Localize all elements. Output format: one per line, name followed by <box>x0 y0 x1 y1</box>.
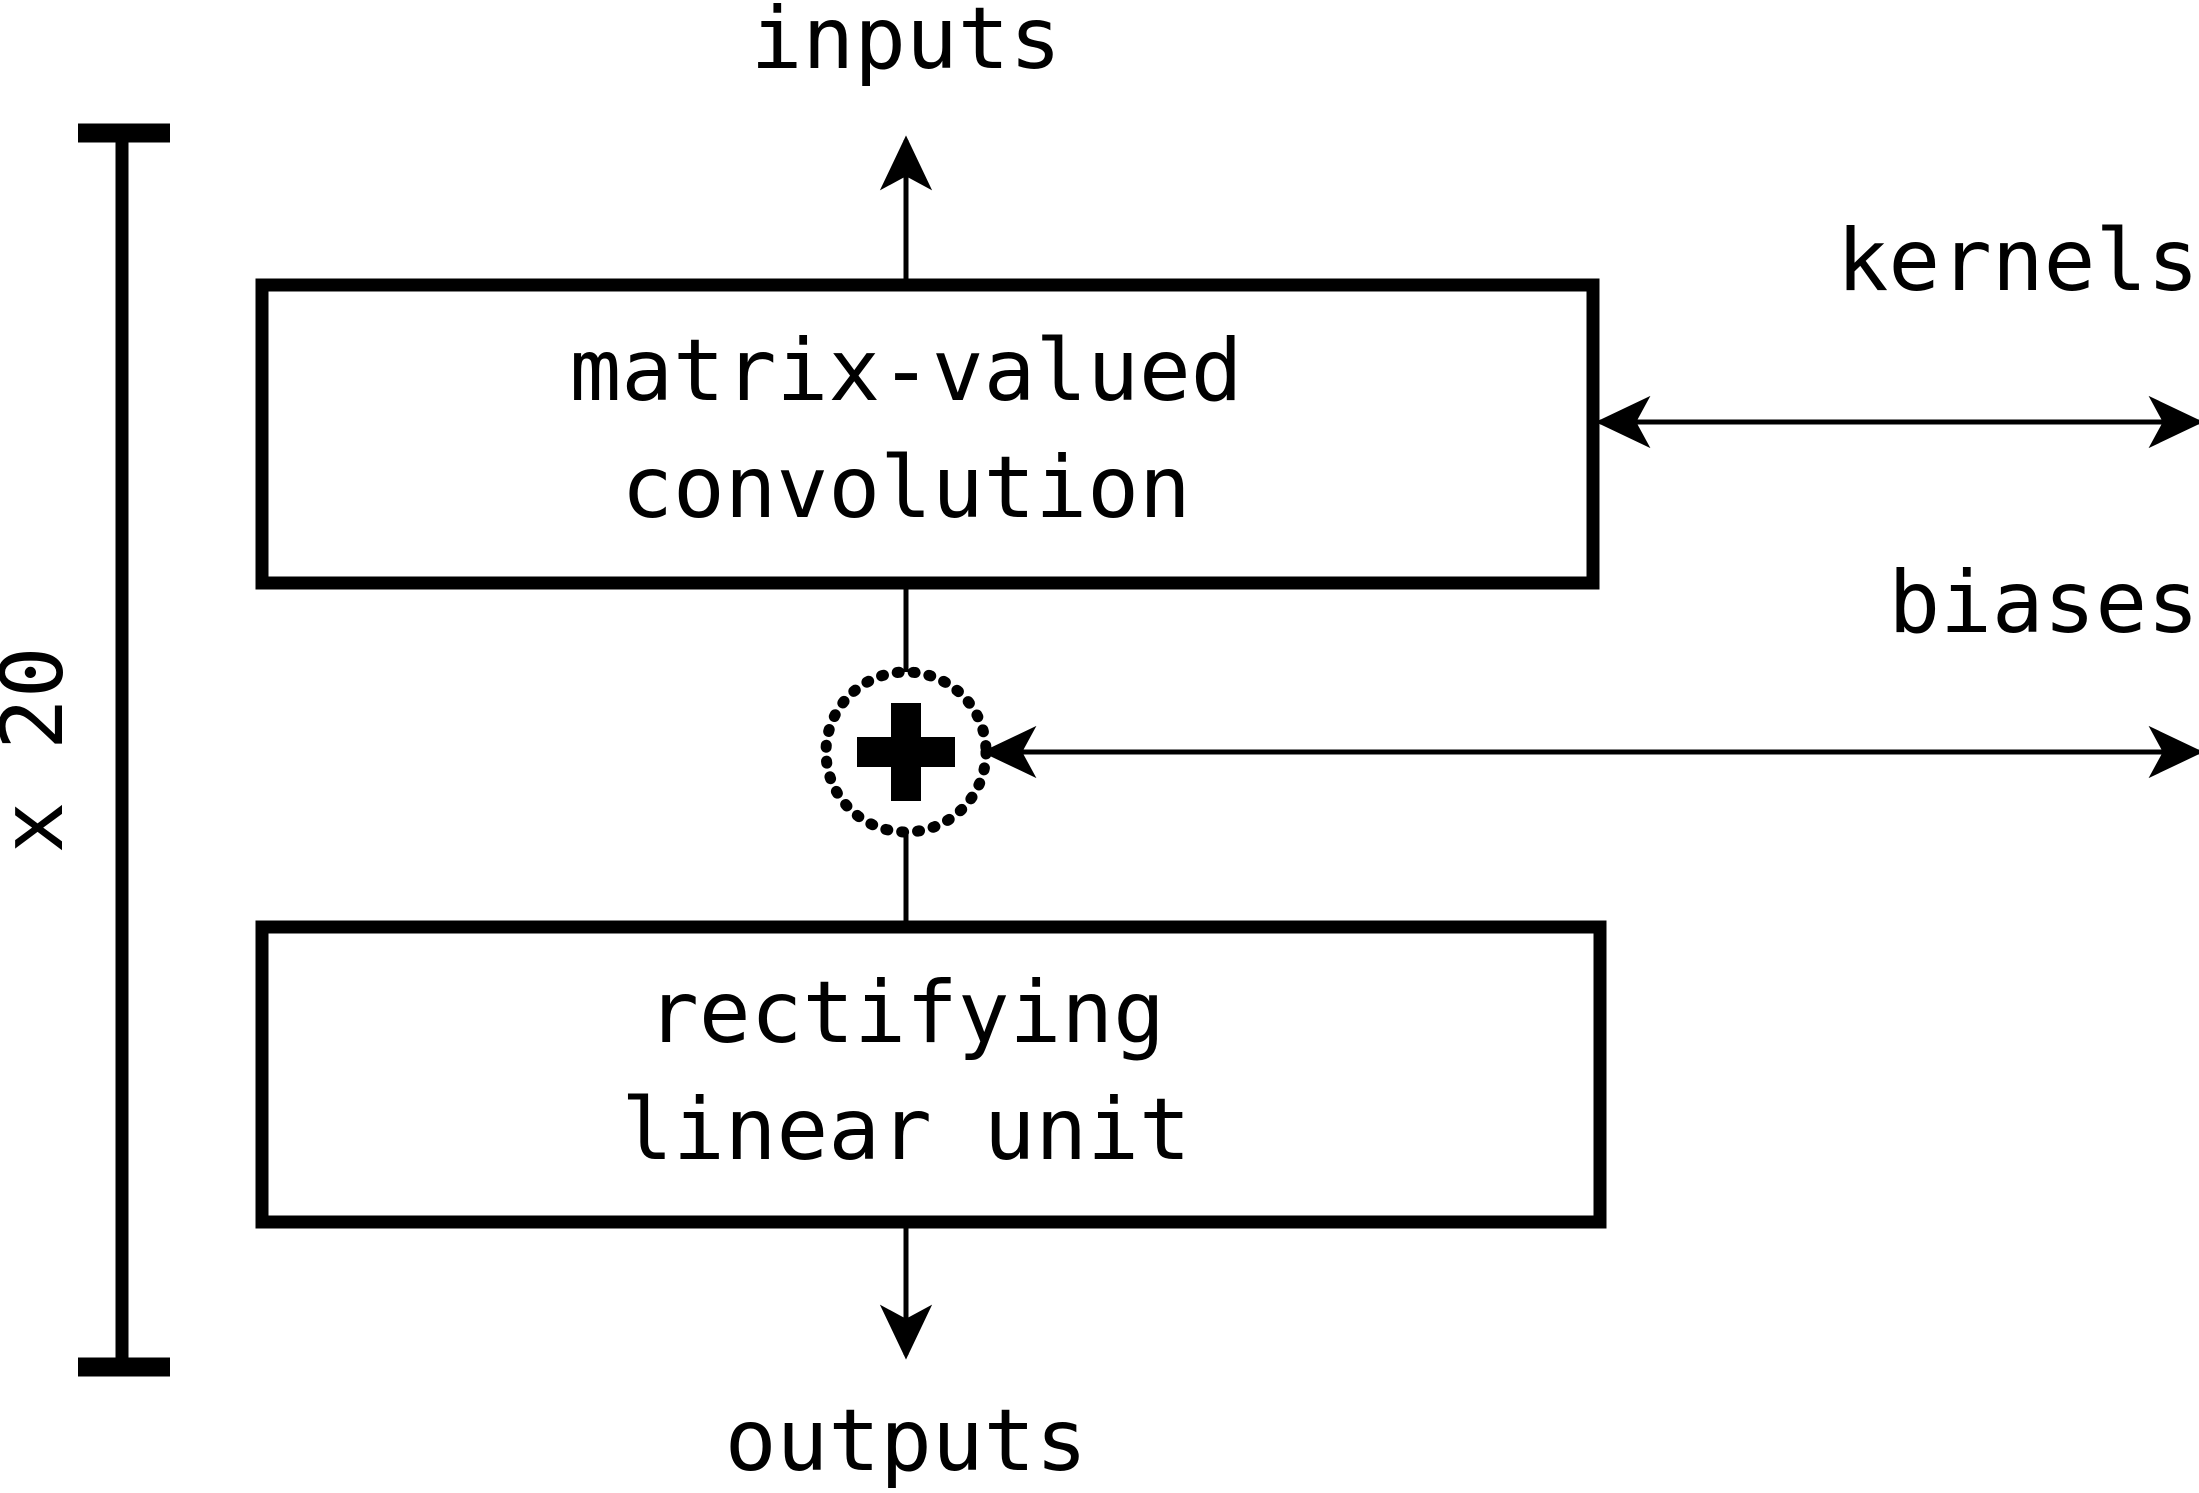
inputs-label: inputs <box>751 0 1062 89</box>
repeat-bracket <box>78 123 170 1377</box>
conv-box-line-2: convolution <box>621 438 1191 538</box>
biases-label: biases <box>1888 553 2199 653</box>
rectifying-linear-unit-box[interactable]: rectifying linear unit <box>255 920 1607 1229</box>
plus-icon <box>857 703 955 801</box>
relu-box-line-1: rectifying <box>647 963 1165 1063</box>
conv-box-line-1: matrix-valued <box>569 321 1242 421</box>
addition-node[interactable] <box>820 666 992 838</box>
outputs-label: outputs <box>725 1391 1087 1491</box>
matrix-valued-convolution-box[interactable]: matrix-valued convolution <box>255 278 1600 590</box>
kernels-label: kernels <box>1837 211 2199 311</box>
relu-box-line-2: linear unit <box>621 1080 1191 1180</box>
repeat-count-label: x 20 <box>0 646 83 853</box>
